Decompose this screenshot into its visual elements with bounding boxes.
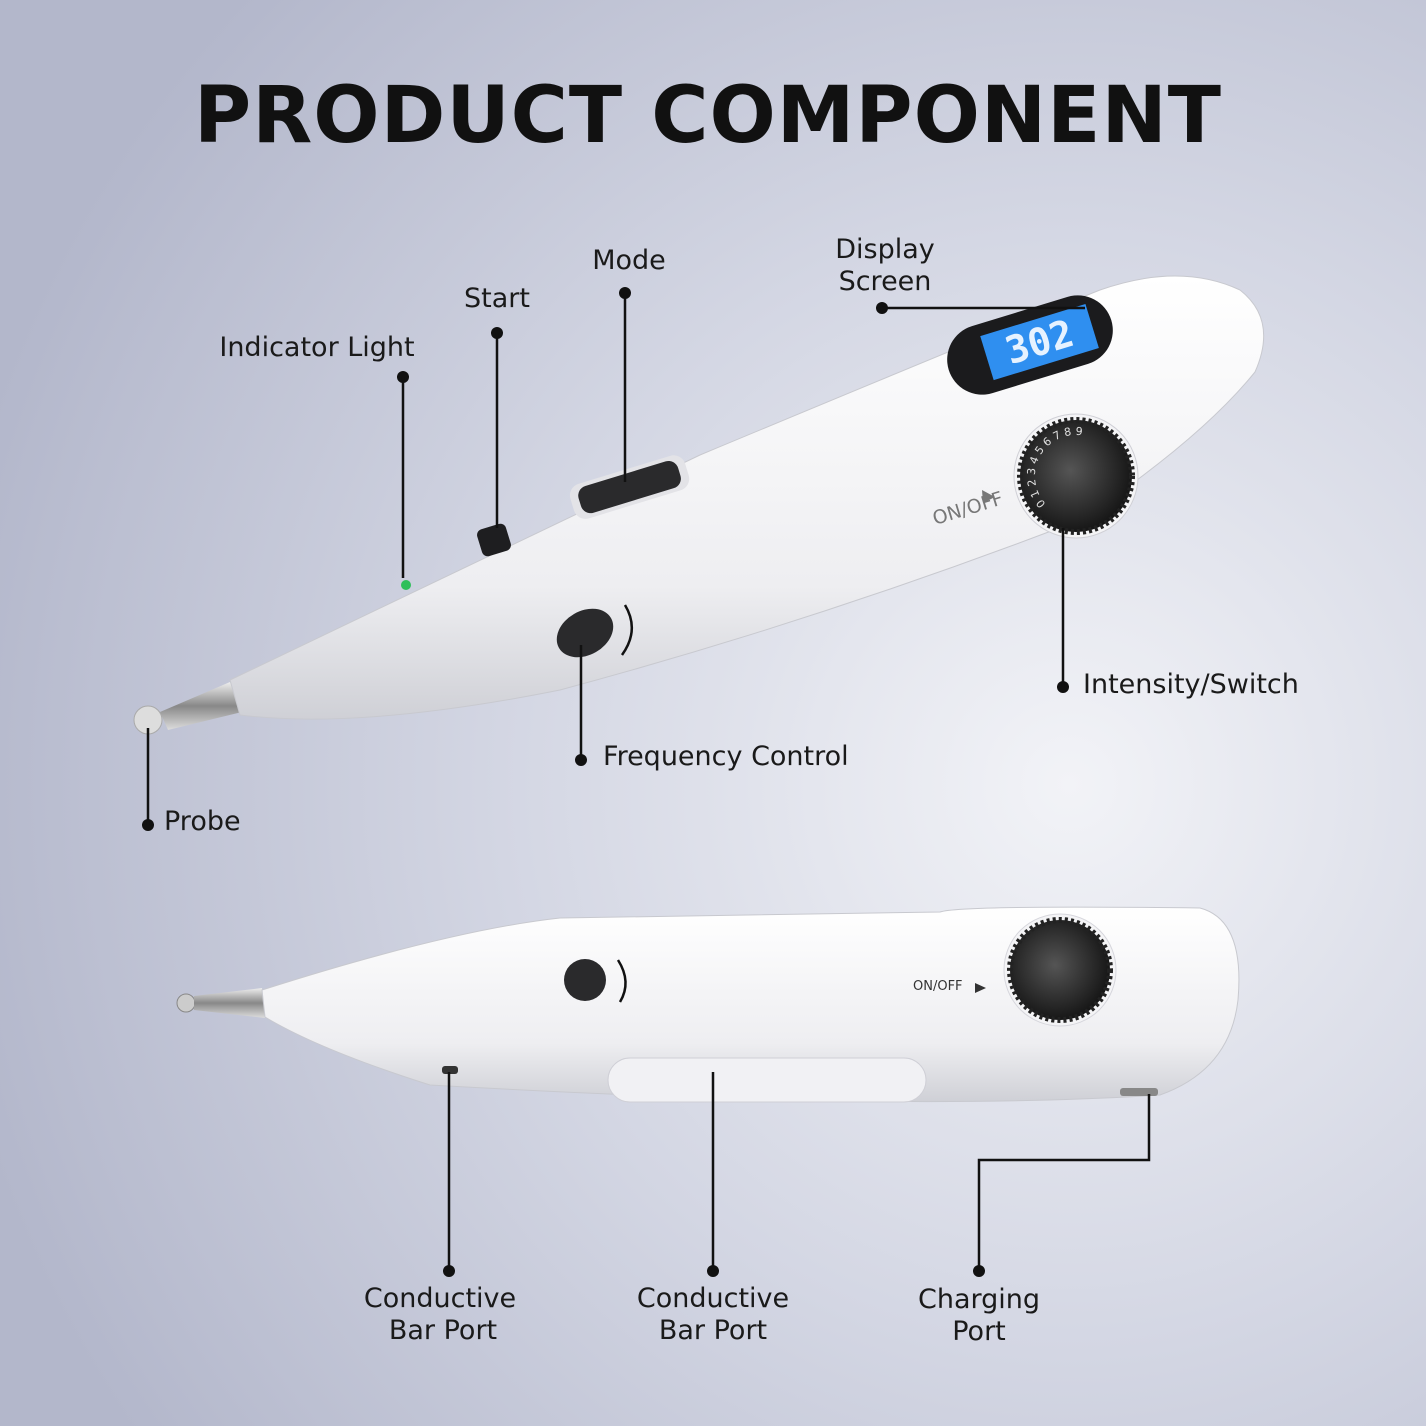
on-off-arrow-icon-bottom bbox=[975, 983, 986, 993]
label-conductive-bar-port-1b: Bar Port bbox=[389, 1315, 497, 1346]
label-mode: Mode bbox=[592, 245, 666, 276]
label-display-screen-1: Display bbox=[835, 234, 935, 265]
bottom-device-body bbox=[261, 906, 1240, 1103]
display-screen: 302 bbox=[947, 295, 1113, 395]
label-indicator-light: Indicator Light bbox=[219, 332, 414, 363]
frequency-arc-icon bbox=[620, 604, 633, 656]
probe-shaft bbox=[160, 682, 242, 730]
frequency-arc-icon-bottom bbox=[616, 959, 627, 1003]
on-off-label-bottom: ON/OFF bbox=[913, 979, 963, 994]
label-conductive-bar-port-2b: Bar Port bbox=[659, 1315, 767, 1346]
label-intensity-switch: Intensity/Switch bbox=[1083, 669, 1299, 700]
intensity-dial[interactable] bbox=[1017, 417, 1135, 535]
label-charging-port-2: Port bbox=[952, 1316, 1006, 1347]
frequency-knob[interactable] bbox=[548, 599, 622, 667]
start-button[interactable] bbox=[476, 522, 513, 558]
probe-shaft-bottom bbox=[194, 988, 265, 1018]
conductive-bar-slot bbox=[607, 1057, 927, 1103]
label-charging-port-1: Charging bbox=[918, 1284, 1040, 1315]
indicator-light bbox=[401, 580, 411, 590]
probe-tip-bottom bbox=[176, 993, 196, 1013]
label-frequency-control: Frequency Control bbox=[603, 741, 849, 772]
label-conductive-bar-port-1a: Conductive bbox=[364, 1283, 516, 1314]
bottom-device: ON/OFF bbox=[176, 906, 1240, 1103]
top-device: 302 0 1 2 3 4 5 6 7 8 9 ON/OFF bbox=[133, 275, 1265, 735]
bottom-callouts: Conductive Bar Port Conductive Bar Port … bbox=[364, 1072, 1151, 1347]
on-off-arrow-icon bbox=[982, 490, 995, 503]
label-probe: Probe bbox=[164, 806, 241, 837]
mode-button[interactable] bbox=[576, 458, 684, 515]
screen-panel bbox=[980, 304, 1099, 381]
intensity-dial-bottom[interactable] bbox=[1007, 917, 1113, 1023]
frequency-knob-bottom[interactable] bbox=[564, 959, 606, 1001]
label-conductive-bar-port-2a: Conductive bbox=[637, 1283, 789, 1314]
top-callouts: Mode Start Indicator Light Display Scree… bbox=[142, 234, 1299, 837]
label-display-screen-2: Screen bbox=[839, 266, 932, 297]
label-start: Start bbox=[464, 283, 530, 314]
page-title: PRODUCT COMPONENT bbox=[194, 71, 1222, 161]
conductive-port-hole bbox=[442, 1066, 458, 1074]
charging-port-hole bbox=[1120, 1088, 1158, 1096]
